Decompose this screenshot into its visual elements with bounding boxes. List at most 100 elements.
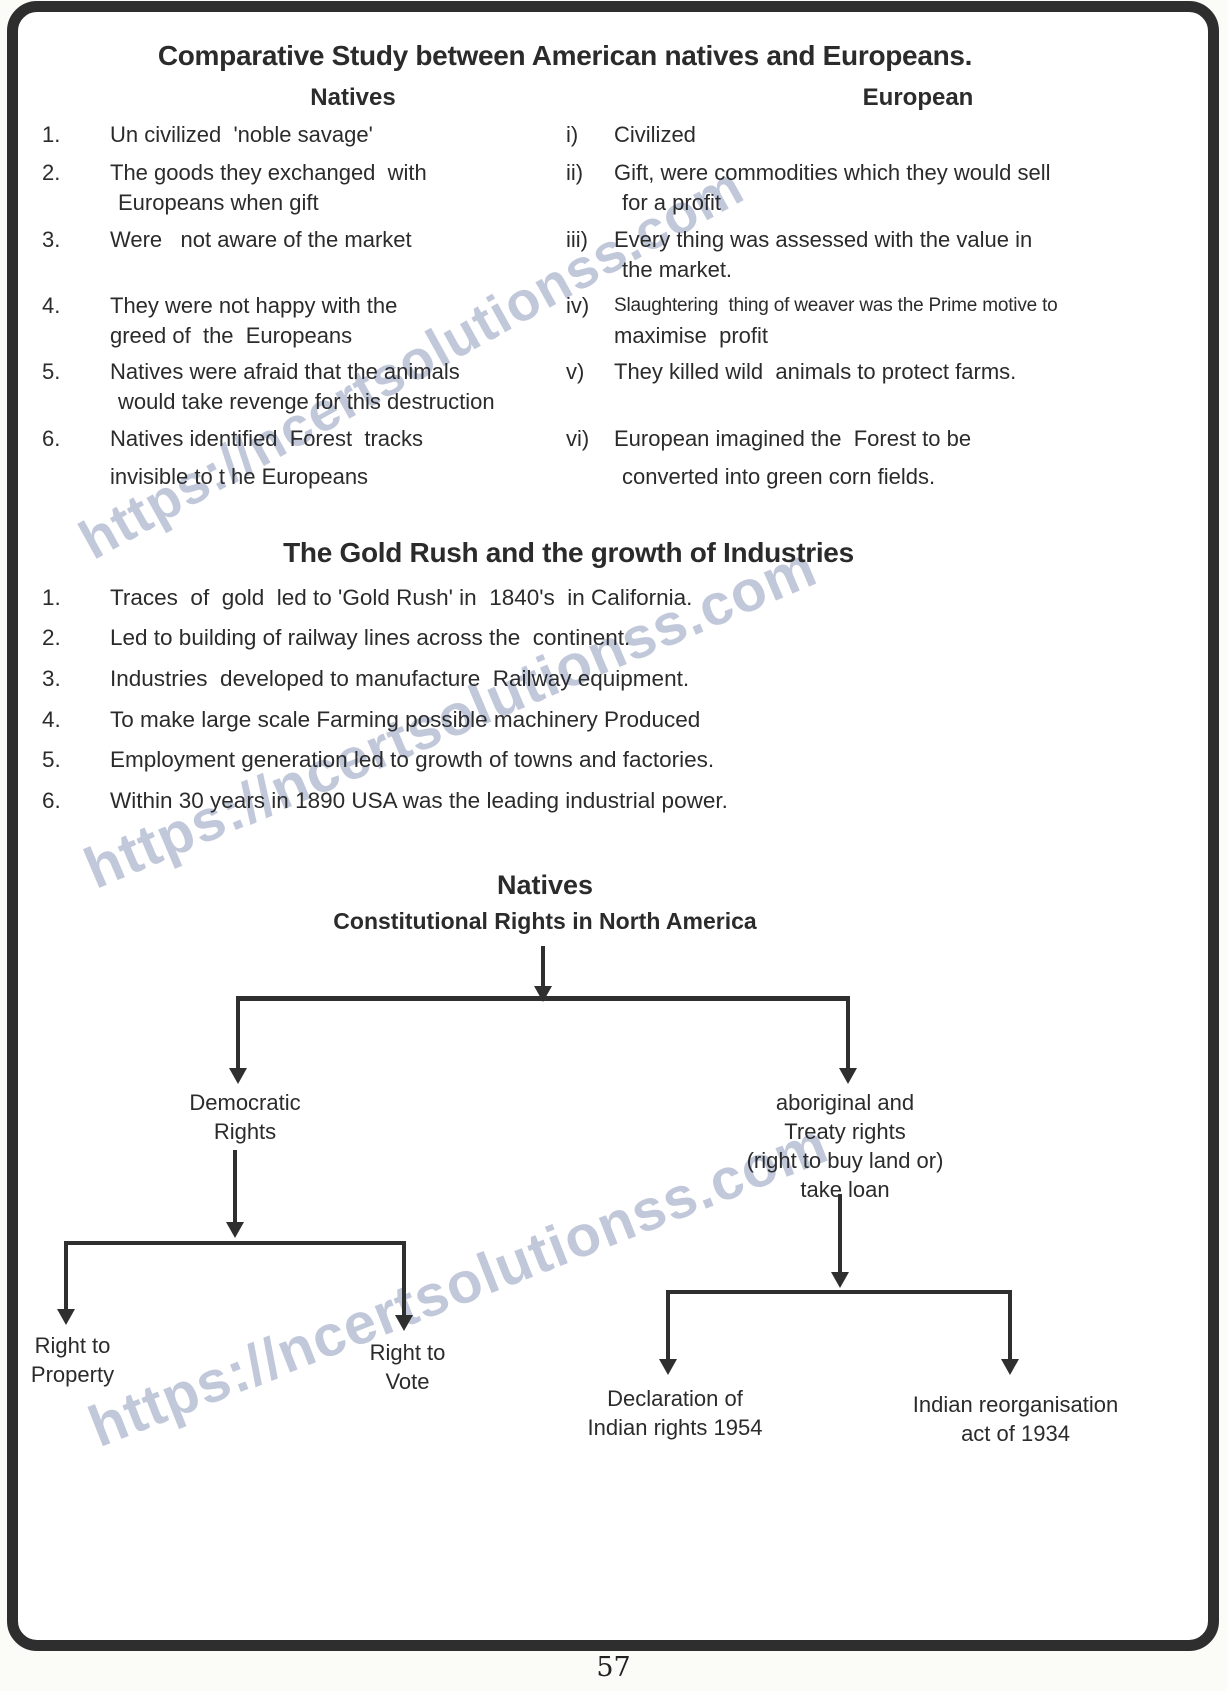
text-line: Natives identified Forest tracks <box>110 426 424 451</box>
flowchart-title: Natives <box>496 870 594 900</box>
text-line: Treaty rights <box>784 1119 906 1144</box>
text-line: Indian rights 1954 <box>587 1415 763 1440</box>
row-number: 3. <box>42 227 61 252</box>
item-number: 1. <box>42 585 61 610</box>
text-line: converted into green corn fields. <box>622 464 936 489</box>
arrowhead-down-icon <box>229 1068 247 1084</box>
text-line: the market. <box>622 257 733 282</box>
row-marker: i) <box>566 122 579 147</box>
text-line: Every thing was assessed with the value … <box>614 227 1033 252</box>
text-line: Rights <box>213 1119 277 1144</box>
connector-line <box>541 946 545 988</box>
text-line: invisible to t he Europeans <box>110 464 369 489</box>
text-line: Civilized <box>614 122 696 147</box>
text-line: Slaughtering thing of weaver was the Pri… <box>614 295 1058 316</box>
section-title-gold-rush: The Gold Rush and the growth of Industri… <box>283 537 854 568</box>
text-line: They were not happy with the <box>110 293 398 318</box>
arrowhead-down-icon <box>395 1315 413 1331</box>
connector-line <box>1008 1290 1012 1361</box>
natives-cell: Natives were afraid that the animals wou… <box>110 357 580 417</box>
arrowhead-down-icon <box>1001 1359 1019 1375</box>
flowchart-node-right-to-vote: Right to Vote <box>345 1338 470 1396</box>
connector-line <box>64 1241 68 1311</box>
text-line: greed of the Europeans <box>110 323 353 348</box>
european-cell: Civilized <box>614 120 1214 150</box>
text-line: Europeans when gift <box>118 190 319 215</box>
page-title: Comparative Study between American nativ… <box>157 40 973 71</box>
item-number: 4. <box>42 707 61 732</box>
column-header-natives: Natives <box>310 84 396 111</box>
arrowhead-down-icon <box>659 1359 677 1375</box>
text-line: Declaration of <box>607 1386 743 1411</box>
text-line: Democratic <box>189 1090 301 1115</box>
text-line: take loan <box>800 1177 890 1202</box>
arrowhead-down-icon <box>57 1309 75 1325</box>
text-line: Un civilized 'noble savage' <box>110 122 373 147</box>
item-text: To make large scale Farming possible mac… <box>110 707 701 732</box>
text-line: Were not aware of the market <box>110 227 412 252</box>
connector-line <box>838 1194 842 1274</box>
item-text: Led to building of railway lines across … <box>110 625 631 650</box>
page-border <box>7 1 1219 1651</box>
natives-cell: Natives identified Forest tracks invisib… <box>110 424 580 492</box>
row-marker: ii) <box>566 160 584 185</box>
text-line: maximise profit <box>614 323 769 348</box>
item-text: Traces of gold led to 'Gold Rush' in 184… <box>110 585 693 610</box>
text-line: for a profit <box>622 190 722 215</box>
connector-line <box>666 1290 670 1361</box>
text-line: Vote <box>385 1369 430 1394</box>
flowchart-node-right-to-property: Right to Property <box>10 1331 135 1389</box>
row-number: 6. <box>42 426 61 451</box>
text-line: Gift, were commodities which they would … <box>614 160 1051 185</box>
row-number: 5. <box>42 359 61 384</box>
item-text: Employment generation led to growth of t… <box>110 747 715 772</box>
connector-line <box>846 996 850 1070</box>
item-text: Industries developed to manufacture Rail… <box>110 666 690 691</box>
row-marker: iv) <box>566 293 590 318</box>
item-number: 3. <box>42 666 61 691</box>
row-number: 4. <box>42 293 61 318</box>
natives-cell: The goods they exchanged with Europeans … <box>110 158 580 218</box>
row-number: 1. <box>42 122 61 147</box>
item-number: 5. <box>42 747 61 772</box>
item-number: 2. <box>42 625 61 650</box>
european-cell: Gift, were commodities which they would … <box>614 158 1214 218</box>
text-line: (right to buy land or) <box>746 1148 944 1173</box>
row-marker: vi) <box>566 426 590 451</box>
connector-line <box>233 1150 237 1224</box>
text-line: Right to <box>34 1333 111 1358</box>
row-number: 2. <box>42 160 61 185</box>
flowchart-node-indian-reorganisation-act: Indian reorganisation act of 1934 <box>893 1390 1138 1448</box>
natives-cell: Un civilized 'noble savage' <box>110 120 580 150</box>
text-line: would take revenge for this destruction <box>118 389 495 414</box>
text-line: European imagined the Forest to be <box>614 426 972 451</box>
european-cell: European imagined the Forest to be conve… <box>614 424 1214 492</box>
connector-line <box>64 1241 406 1245</box>
flowchart-node-declaration-of-indian-rights: Declaration of Indian rights 1954 <box>575 1384 775 1442</box>
text-line: They killed wild animals to protect farm… <box>614 359 1017 384</box>
european-cell: Slaughtering thing of weaver was the Pri… <box>614 291 1214 351</box>
arrowhead-down-icon <box>831 1272 849 1288</box>
item-number: 6. <box>42 788 61 813</box>
connector-line <box>666 1290 1012 1294</box>
item-text: Within 30 years in 1890 USA was the lead… <box>110 788 728 813</box>
flowchart-node-aboriginal-treaty-rights: aboriginal and Treaty rights (right to b… <box>725 1088 965 1204</box>
flowchart-subtitle: Constitutional Rights in North America <box>333 908 757 934</box>
text-line: Right to <box>369 1340 446 1365</box>
european-cell: They killed wild animals to protect farm… <box>614 357 1214 387</box>
row-marker: v) <box>566 359 585 384</box>
natives-cell: They were not happy with the greed of th… <box>110 291 580 351</box>
arrowhead-down-icon <box>226 1222 244 1238</box>
text-line: Natives were afraid that the animals <box>110 359 460 384</box>
connector-line <box>236 996 240 1070</box>
text-line: aboriginal and <box>775 1090 915 1115</box>
text-line: The goods they exchanged with <box>110 160 427 185</box>
arrowhead-down-icon <box>839 1068 857 1084</box>
column-header-european: European <box>862 84 974 111</box>
text-line: Indian reorganisation <box>912 1392 1119 1417</box>
flowchart-node-democratic-rights: Democratic Rights <box>160 1088 330 1146</box>
page-number: 57 <box>596 1652 631 1683</box>
connector-line <box>402 1241 406 1317</box>
european-cell: Every thing was assessed with the value … <box>614 225 1214 285</box>
